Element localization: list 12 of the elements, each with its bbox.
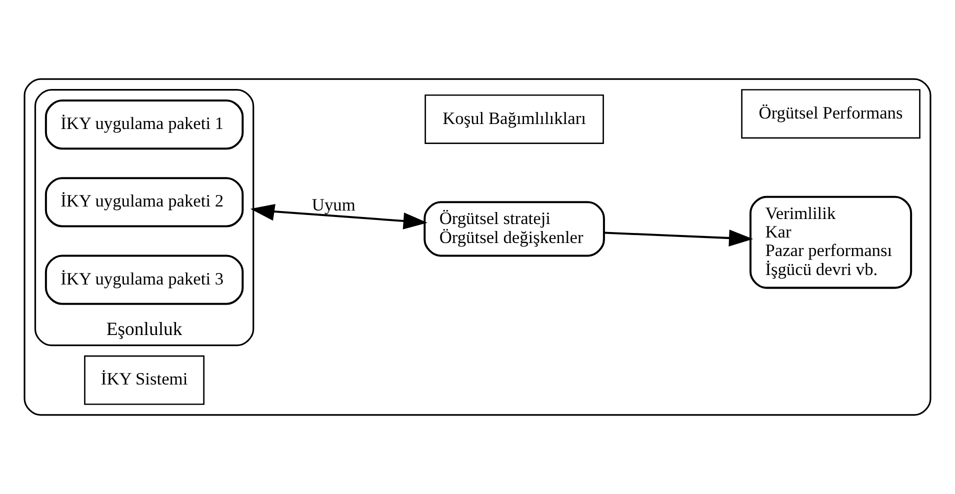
node-box: İKY uygulama paketi 2: [44, 177, 244, 228]
node-box: İKY uygulama paketi 1: [44, 99, 244, 150]
node-box: Örgütsel Performans: [741, 89, 920, 139]
node-box: Koşul Bağımlılıkları: [424, 94, 604, 144]
node-box: İKY Sistemi: [84, 355, 204, 405]
arrow: [604, 230, 754, 246]
node-box: Verimlilik Kar Pazar performansı İşgücü devri vb.: [749, 196, 912, 289]
arrow: [250, 204, 428, 230]
node-box: İKY uygulama paketi 3: [44, 254, 244, 305]
edge-label: Uyum: [312, 196, 356, 215]
node-box: Örgütsel strateji Örgütsel değişkenler: [424, 201, 605, 257]
cluster: [24, 78, 932, 416]
